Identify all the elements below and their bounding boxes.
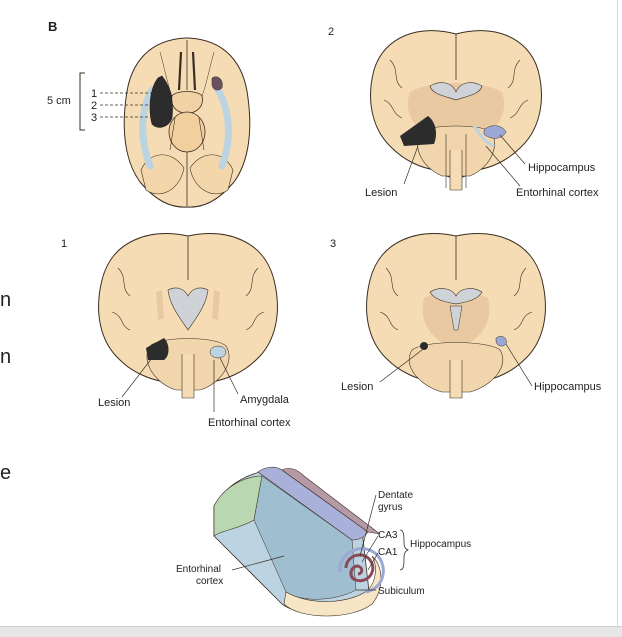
dentate-label-1: Dentate [378, 490, 413, 501]
panel-letter: B [48, 19, 57, 34]
hippocampus-schematic: Dentate gyrus CA3 CA1 Hippocampus Entorh… [176, 466, 471, 617]
panel-3-hippocampus-label: Hippocampus [534, 381, 602, 393]
panel-1-entorhinal-label: Entorhinal cortex [208, 417, 291, 429]
left-fragment-2: n [0, 346, 11, 368]
panel-1-amygdala-label: Amygdala [240, 394, 290, 406]
scale-label: 5 cm [47, 95, 71, 107]
left-fragment-1: n [0, 289, 11, 311]
bottom-scrollbar-strip [0, 626, 622, 637]
level-3: 3 [91, 112, 97, 124]
panel-3-lesion-label: Lesion [341, 381, 373, 393]
panel-b-ventral-brain: B 5 cm 1 2 3 [47, 19, 251, 208]
panel-1-lesion-label: Lesion [98, 397, 130, 409]
ca1-label: CA1 [378, 547, 398, 558]
panel-2-hippocampus-label: Hippocampus [528, 162, 596, 174]
level-1: 1 [91, 88, 97, 100]
subiculum-label: Subiculum [378, 586, 425, 597]
entorhinal-label-1: Entorhinal [176, 564, 221, 575]
panel-1-coronal: 1 Lesion Amygdala Entorhinal cortex [61, 233, 291, 429]
left-fragment-3: e [0, 462, 11, 484]
dentate-label-2: gyrus [378, 502, 402, 513]
ca3-label: CA3 [378, 530, 398, 541]
panel-1-number: 1 [61, 238, 67, 250]
entorhinal-label-2: cortex [196, 576, 223, 587]
panel-2-entorhinal-label: Entorhinal cortex [516, 187, 599, 199]
panel-3-coronal: 3 Lesion Hippocampus [330, 233, 602, 399]
panel-3-number: 3 [330, 238, 336, 250]
right-edge-divider [617, 0, 618, 626]
level-2: 2 [91, 100, 97, 112]
hippocampus-bracket-label: Hippocampus [410, 539, 471, 550]
panel-2-lesion-label: Lesion [365, 187, 397, 199]
panel-2-number: 2 [328, 26, 334, 38]
panel-2-coronal: 2 Lesion Hippocampus Entorhinal cortex [328, 26, 599, 199]
